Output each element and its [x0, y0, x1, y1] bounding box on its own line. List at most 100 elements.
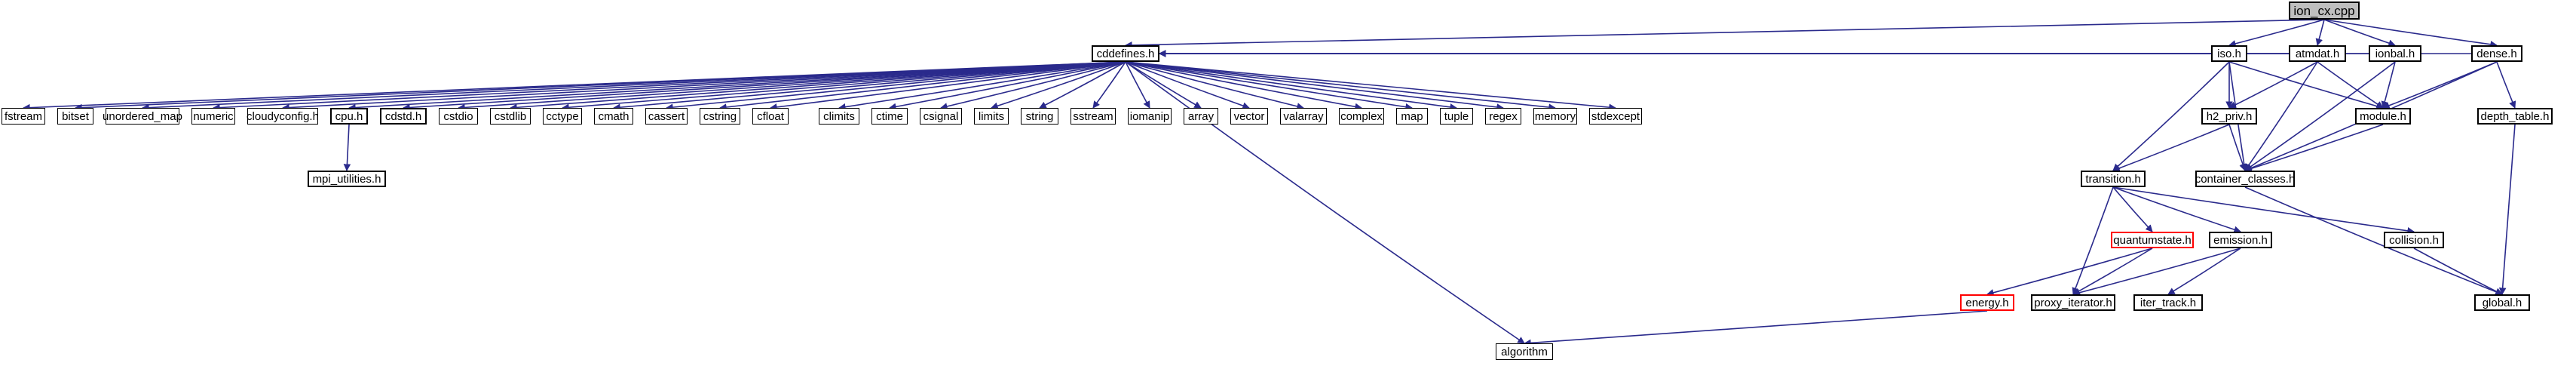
- node-cdstd[interactable]: cdstd.h: [380, 108, 427, 125]
- edge-container_classes-to-global: [2244, 186, 2503, 296]
- edge-cddefines-to-limits: [991, 61, 1126, 109]
- node-iomanip[interactable]: iomanip: [1128, 108, 1172, 125]
- edge-cddefines-to-array: [1125, 61, 1202, 109]
- edge-cddefines-to-memory: [1125, 61, 1556, 111]
- edge-dense-to-depth_table: [2496, 61, 2516, 109]
- node-proxy_iterator[interactable]: proxy_iterator.h: [2031, 294, 2115, 311]
- edge-ion_cx-to-cddefines: [1125, 19, 2325, 49]
- node-energy[interactable]: energy.h: [1960, 294, 2014, 311]
- node-depth_table[interactable]: depth_table.h: [2477, 108, 2553, 125]
- node-cstdlib[interactable]: cstdlib: [490, 108, 531, 125]
- node-collision[interactable]: collision.h: [2384, 232, 2444, 248]
- edge-depth_table-to-global: [2498, 124, 2516, 295]
- edge-atmdat-to-h2_priv: [2228, 61, 2318, 109]
- edge-cddefines-to-cfloat: [770, 61, 1126, 111]
- edge-emission-to-iter_track: [2167, 248, 2241, 295]
- edge-cddefines-to-tuple: [1125, 61, 1457, 111]
- node-limits[interactable]: limits: [974, 108, 1009, 125]
- node-cfloat[interactable]: cfloat: [752, 108, 789, 125]
- edge-cddefines-to-cdstd: [403, 61, 1126, 112]
- node-vector[interactable]: vector: [1230, 108, 1268, 125]
- edge-cddefines-to-ctime: [889, 61, 1126, 111]
- edge-dense-to-module: [2382, 61, 2498, 109]
- node-ionbal[interactable]: ionbal.h: [2369, 45, 2421, 62]
- node-climits[interactable]: climits: [819, 108, 859, 125]
- edge-h2_priv-to-container_classes: [2228, 124, 2247, 171]
- node-cpu[interactable]: cpu.h: [330, 108, 368, 125]
- node-fstream[interactable]: fstream: [2, 108, 45, 125]
- node-valarray[interactable]: valarray: [1280, 108, 1327, 125]
- edge-cddefines-to-cstdio: [458, 61, 1126, 112]
- edge-transition-to-emission: [2112, 186, 2241, 233]
- node-array[interactable]: array: [1184, 108, 1218, 125]
- node-iter_track[interactable]: iter_track.h: [2133, 294, 2203, 311]
- edge-collision-to-global: [2413, 248, 2503, 295]
- node-cstring[interactable]: cstring: [700, 108, 740, 125]
- node-string[interactable]: string: [1021, 108, 1058, 125]
- edge-ionbal-to-module: [2381, 61, 2396, 109]
- edge-transition-to-quantumstate: [2112, 186, 2153, 232]
- node-emission[interactable]: emission.h: [2209, 232, 2272, 248]
- edge-cddefines-to-complex: [1125, 61, 1362, 111]
- node-unordered_map[interactable]: unordered_map: [103, 108, 182, 125]
- edge-transition-to-proxy_iterator: [2072, 186, 2114, 295]
- edge-cddefines-to-iomanip: [1125, 61, 1150, 109]
- edge-cddefines-to-cpu: [348, 61, 1126, 112]
- edge-cddefines-to-stdexcept: [1125, 61, 1616, 111]
- edge-cddefines-to-numeric: [213, 61, 1126, 112]
- node-h2_priv[interactable]: h2_priv.h: [2201, 108, 2257, 125]
- edge-emission-to-proxy_iterator: [2072, 248, 2241, 297]
- node-complex[interactable]: complex: [1339, 108, 1384, 125]
- node-cassert[interactable]: cassert: [645, 108, 688, 125]
- edge-cddefines-to-cassert: [666, 61, 1126, 111]
- node-tuple[interactable]: tuple: [1440, 108, 1473, 125]
- edge-h2_priv-to-transition: [2112, 124, 2230, 172]
- node-algorithm[interactable]: algorithm: [1496, 343, 1553, 360]
- edge-module-to-container_classes: [2244, 124, 2384, 172]
- node-numeric[interactable]: numeric: [191, 108, 235, 125]
- edge-quantumstate-to-energy: [1986, 248, 2153, 297]
- node-cmath[interactable]: cmath: [594, 108, 633, 125]
- node-quantumstate[interactable]: quantumstate.h: [2111, 232, 2194, 248]
- edge-cddefines-to-unordered_map: [142, 61, 1126, 112]
- edge-cddefines-to-cctype: [562, 61, 1126, 112]
- node-cstdio[interactable]: cstdio: [439, 108, 478, 125]
- edge-cddefines-to-map: [1125, 61, 1413, 111]
- node-sstream[interactable]: sstream: [1071, 108, 1116, 125]
- node-memory[interactable]: memory: [1533, 108, 1577, 125]
- edge-ion_cx-to-ionbal: [2323, 19, 2396, 47]
- node-cctype[interactable]: cctype: [543, 108, 582, 125]
- edge-cddefines-to-cloudyconfig: [282, 61, 1126, 112]
- edge-cddefines-to-cstring: [719, 61, 1126, 111]
- edge-ion_cx-to-atmdat: [2315, 19, 2325, 46]
- edge-cddefines-to-sstream: [1092, 61, 1126, 109]
- edge-cddefines-to-climits: [838, 61, 1126, 111]
- edge-cddefines-to-algorithm: [1125, 61, 1525, 344]
- node-map[interactable]: map: [1396, 108, 1428, 125]
- node-container_classes[interactable]: container_classes.h: [2195, 171, 2295, 187]
- node-bitset[interactable]: bitset: [57, 108, 93, 125]
- node-transition[interactable]: transition.h: [2081, 171, 2146, 187]
- edge-atmdat-to-module: [2317, 61, 2384, 109]
- edge-ion_cx-to-iso: [2228, 19, 2325, 48]
- edge-transition-to-collision: [2112, 186, 2415, 235]
- node-regex[interactable]: regex: [1485, 108, 1521, 125]
- edge-cddefines-to-valarray: [1125, 61, 1304, 110]
- node-global[interactable]: global.h: [2474, 294, 2530, 311]
- node-module[interactable]: module.h: [2355, 108, 2411, 125]
- edge-cddefines-to-csignal: [940, 61, 1126, 110]
- edge-energy-to-algorithm: [1524, 310, 1988, 347]
- node-ion_cx[interactable]: ion_cx.cpp: [2289, 2, 2360, 20]
- node-cloudyconfig[interactable]: cloudyconfig.h: [247, 108, 319, 125]
- node-iso[interactable]: iso.h: [2211, 45, 2247, 62]
- edge-cddefines-to-string: [1039, 61, 1126, 109]
- node-stdexcept[interactable]: stdexcept: [1589, 108, 1642, 125]
- node-cddefines[interactable]: cddefines.h: [1092, 45, 1159, 62]
- node-dense[interactable]: dense.h: [2471, 45, 2522, 62]
- node-csignal[interactable]: csignal: [920, 108, 962, 125]
- node-atmdat[interactable]: atmdat.h: [2289, 45, 2346, 62]
- node-mpi_utilities[interactable]: mpi_utilities.h: [308, 171, 386, 187]
- node-ctime[interactable]: ctime: [871, 108, 908, 125]
